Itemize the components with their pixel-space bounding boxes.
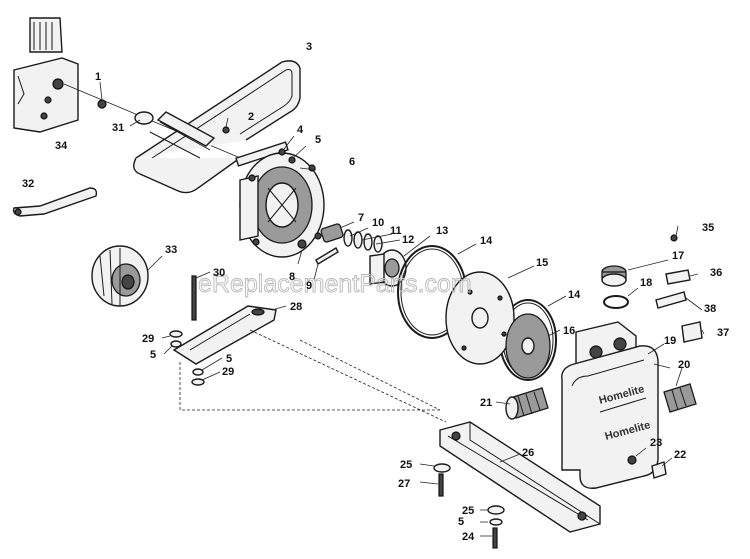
hose-fittings [495,367,697,420]
callout-11: 11 [390,225,402,237]
callout-10: 10 [372,217,384,229]
callout-5d: 5 [458,516,464,528]
volute-disc [505,313,561,379]
wrench [12,187,98,217]
callout-3: 3 [306,41,312,53]
callout-9: 9 [306,280,312,292]
callout-12: 12 [402,234,414,246]
callout-21: 21 [480,397,492,409]
callout-37: 37 [717,327,729,339]
callout-labels: 1 2 3 4 5 6 7 8 9 10 11 12 13 14 14 15 1… [22,41,729,543]
callout-14b: 14 [568,289,581,301]
handle-frame [133,60,301,194]
callout-14a: 14 [480,235,493,247]
callout-24: 24 [462,531,475,543]
callout-7: 7 [358,212,364,224]
callout-1: 1 [95,71,101,83]
callout-15: 15 [536,257,548,269]
small-hardware-top [97,81,317,171]
callout-8: 8 [289,271,295,283]
seal-stack [297,221,401,281]
pump-cover [239,152,325,258]
base-rail [419,421,673,549]
callout-31: 31 [112,122,124,134]
callout-22: 22 [674,449,686,461]
callout-28: 28 [290,301,302,313]
callout-25a: 25 [400,459,412,471]
callout-6: 6 [349,156,355,168]
callout-20: 20 [678,359,690,371]
callout-18: 18 [640,277,652,289]
callout-27: 27 [398,478,410,490]
callout-32: 32 [22,178,34,190]
callout-29b: 29 [222,366,234,378]
callout-25b: 25 [462,505,474,517]
callout-5a: 5 [315,134,321,146]
callout-35: 35 [702,222,714,234]
engine-fragment [13,17,251,163]
drive-wheel [91,245,163,307]
callout-13: 13 [436,225,448,237]
callout-33: 33 [165,244,177,256]
watermark: eReplacementParts.com [198,270,472,298]
callout-5b: 5 [150,349,156,361]
callout-17: 17 [672,250,684,262]
callout-2: 2 [248,111,254,123]
callout-30: 30 [213,267,225,279]
callout-16: 16 [563,325,575,337]
callout-29a: 29 [142,333,154,345]
callout-38: 38 [704,303,716,315]
fill-cap-hardware [601,225,705,343]
callout-19: 19 [664,335,676,347]
pump-body: Homelite Homelite [561,321,671,489]
callout-34: 34 [55,140,68,152]
mount-bracket [161,271,447,423]
callout-36: 36 [710,267,722,279]
callout-23: 23 [650,437,662,449]
callout-5c: 5 [226,353,232,365]
wear-plate [445,265,535,365]
callout-26: 26 [522,447,534,459]
callout-4: 4 [297,124,304,136]
